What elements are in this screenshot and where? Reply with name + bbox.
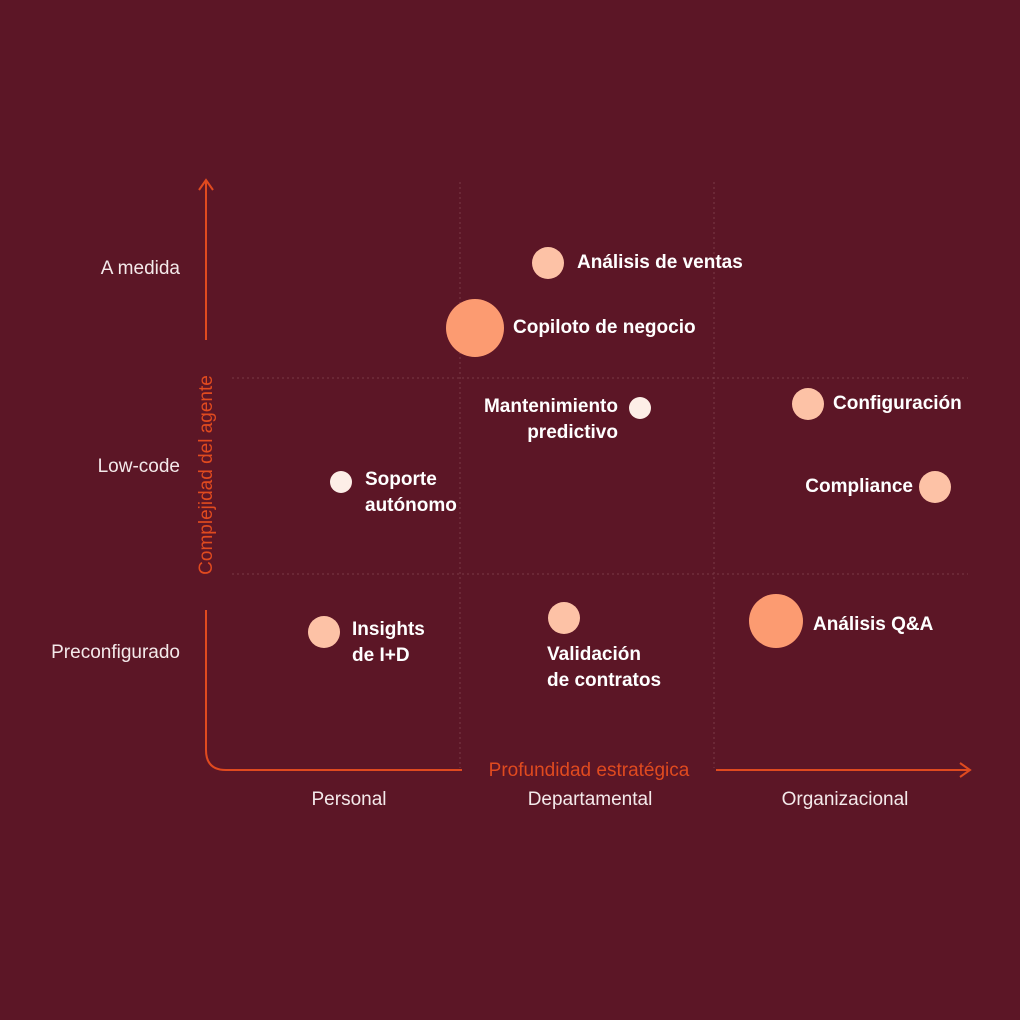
label-analisis-de-ventas: Análisis de ventas bbox=[577, 250, 743, 276]
label-line: Validación bbox=[547, 644, 641, 665]
bubble-compliance bbox=[919, 471, 951, 503]
label-line: Compliance bbox=[805, 476, 913, 497]
axis-corner-line bbox=[205, 610, 462, 771]
label-soporte-autonomo: Soporte autónomo bbox=[365, 467, 457, 519]
label-line: Análisis Q&A bbox=[813, 614, 934, 635]
bubble-analisis-de-ventas bbox=[532, 247, 564, 279]
bubble-configuracion bbox=[792, 388, 824, 420]
label-copiloto-de-negocio: Copiloto de negocio bbox=[513, 315, 696, 341]
bubble-copiloto-de-negocio bbox=[446, 299, 504, 357]
label-line: Configuración bbox=[833, 393, 962, 414]
label-line: Mantenimiento bbox=[483, 396, 618, 417]
x-category-organizacional: Organizacional bbox=[781, 789, 909, 810]
label-configuracion: Configuración bbox=[833, 391, 962, 417]
label-line: Soporte bbox=[365, 469, 437, 490]
label-line: predictivo bbox=[527, 422, 618, 443]
label-line: autónomo bbox=[365, 495, 457, 516]
bubble-soporte-autonomo bbox=[330, 471, 352, 493]
x-axis-arrowhead bbox=[959, 762, 972, 778]
x-axis-title: Profundidad estratégica bbox=[489, 760, 690, 781]
label-compliance: Compliance bbox=[713, 474, 913, 500]
label-insights-de-i-d: Insights de I+D bbox=[352, 617, 425, 669]
bubble-insights-de-i-d bbox=[308, 616, 340, 648]
bubble-analisis-q-a bbox=[749, 594, 803, 648]
y-category-low-code: Low-code bbox=[97, 456, 180, 477]
label-line: de contratos bbox=[547, 670, 662, 691]
label-mantenimiento-predictivo: Mantenimiento predictivo bbox=[418, 394, 618, 446]
label-line: Análisis de ventas bbox=[577, 252, 743, 273]
x-category-personal: Personal bbox=[311, 789, 387, 810]
y-category-a-medida: A medida bbox=[100, 258, 180, 279]
label-line: de I+D bbox=[352, 645, 410, 666]
bubble-mantenimiento-predictivo bbox=[629, 397, 651, 419]
label-line: Insights bbox=[352, 619, 425, 640]
y-axis-arrowhead bbox=[198, 178, 214, 191]
y-axis-title: Complejidad del agente bbox=[196, 375, 217, 575]
bubble-validacion-de-contratos bbox=[548, 602, 580, 634]
y-category-preconfigurado: Preconfigurado bbox=[51, 642, 180, 663]
label-line: Copiloto de negocio bbox=[513, 317, 696, 338]
label-validacion-de-contratos: Validación de contratos bbox=[547, 642, 661, 694]
label-analisis-q-a: Análisis Q&A bbox=[813, 612, 933, 638]
x-category-departamental: Departamental bbox=[527, 789, 653, 810]
